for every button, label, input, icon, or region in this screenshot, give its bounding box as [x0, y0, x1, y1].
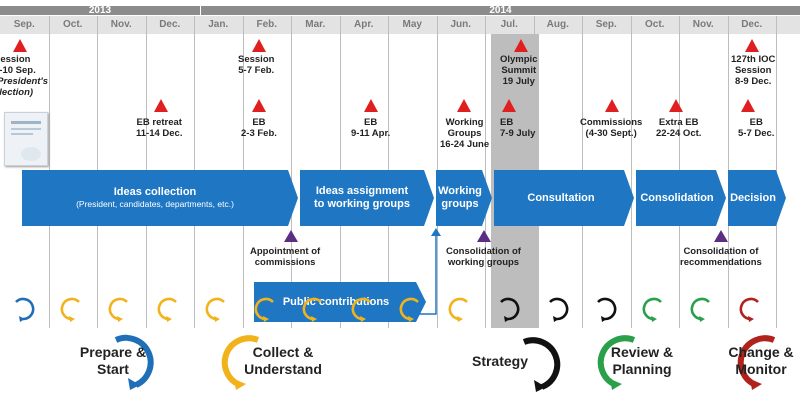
month-cycle-icon: [60, 297, 80, 322]
phase-consultation: Consultation: [527, 191, 595, 204]
phase-consolidation: Consolidation: [640, 191, 714, 204]
month-cycle-icon: [500, 297, 520, 322]
month-label: Oct.: [63, 19, 83, 30]
month-cycle-icon: [642, 297, 662, 322]
event-marker-eb-dec2: [741, 99, 755, 112]
month-cycle-icon: [549, 297, 569, 322]
event-marker-eb-feb: [252, 99, 266, 112]
july-shade: [491, 34, 492, 328]
month-label: Feb.: [256, 19, 278, 30]
phase-decision-shape: [728, 170, 786, 226]
strategy-cycle-icon: [522, 337, 561, 392]
month-gridline: [291, 16, 292, 328]
milestone-consolidation-rec-marker: [714, 230, 728, 242]
event-marker-eb-apr: [364, 99, 378, 112]
month-label: Sep.: [595, 19, 617, 30]
month-cycle-icon: [157, 297, 177, 322]
phase-working-groups-shape: [436, 170, 492, 226]
month-cycle-icon: [15, 297, 35, 322]
legend-change-monitor: Change &Monitor: [728, 344, 794, 377]
month-cycle-icon: [205, 297, 225, 322]
month-cycle-icon: [739, 297, 759, 322]
review-planning-cycle-icon: [597, 335, 636, 390]
event-marker-eb-jul: [502, 99, 516, 112]
year-2014: 2014: [201, 6, 800, 16]
event-marker-commissions: [605, 99, 619, 112]
month-label: Apr.: [354, 19, 374, 30]
month-cycle-icon: [254, 297, 274, 322]
month-label: Jul.: [500, 19, 518, 30]
phase-ideas-assignment-shape: [300, 170, 434, 226]
phase-ideas-collection: Ideas collection (President, candidates,…: [76, 186, 234, 209]
event-marker-extra-eb: [669, 99, 683, 112]
event-marker-ioc-session: [745, 39, 759, 52]
event-marker-session-feb: [252, 39, 266, 52]
month-gridline: [485, 16, 486, 328]
month-label: Oct.: [645, 19, 665, 30]
phase-ideas-assignment: Ideas assignment to working groups: [314, 185, 410, 210]
month-cycle-icon: [399, 297, 419, 322]
month-cycle-icon: [108, 297, 128, 322]
month-label: Nov.: [110, 19, 132, 30]
month-label: Jan.: [208, 19, 229, 30]
event-session-sep: Session7-10 Sep. (President'selection): [0, 54, 48, 98]
month-header-bar: [0, 16, 800, 34]
event-marker-working-groups: [457, 99, 471, 112]
month-cycle-icon: [302, 297, 322, 322]
month-cycle-icon: [351, 297, 371, 322]
month-label: Sep.: [13, 19, 35, 30]
event-commissions: Commissions(4-30 Sept.): [580, 117, 643, 139]
prepare-start-cycle-icon: [114, 334, 154, 390]
phase-working-groups: Working groups: [438, 185, 482, 210]
month-label: Aug.: [546, 19, 569, 30]
event-marker-olympic-summit: [514, 39, 528, 52]
month-label: May: [402, 19, 422, 30]
phase-ideas-collection-shape: [22, 170, 298, 226]
phase-public-contributions-shape: [254, 282, 426, 322]
document-thumbnail: [4, 112, 48, 166]
month-label: Dec.: [159, 19, 181, 30]
month-cycle-icon: [448, 297, 468, 322]
legend-strategy: Strategy: [471, 353, 529, 369]
year-2013: 2013: [0, 6, 200, 16]
connector-arrow: [416, 232, 437, 315]
milestone-consolidation-wg-marker: [477, 230, 491, 242]
month-cycle-icon: [690, 297, 710, 322]
phase-decision: Decision: [730, 191, 776, 204]
milestone-appointment-marker: [284, 230, 298, 242]
connector-arrowhead: [431, 228, 441, 236]
collect-understand-cycle-icon: [221, 335, 260, 390]
legend-prepare-start: Prepare &Start: [79, 344, 147, 377]
phase-consolidation-shape: [636, 170, 726, 226]
phase-consultation-shape: [494, 170, 634, 226]
month-label: Dec.: [741, 19, 763, 30]
month-label: Jun.: [450, 19, 472, 30]
event-marker-eb-dec: [154, 99, 168, 112]
month-cycle-icon: [597, 297, 617, 322]
change-monitor-cycle-icon: [737, 335, 776, 390]
month-label: Nov.: [692, 19, 714, 30]
month-label: Mar.: [305, 19, 326, 30]
legend-collect-understand: Collect &Understand: [244, 344, 322, 377]
month-gridline: [631, 16, 632, 328]
legend-review-planning: Review &Planning: [610, 344, 674, 377]
event-marker-session-sep: [13, 39, 27, 52]
